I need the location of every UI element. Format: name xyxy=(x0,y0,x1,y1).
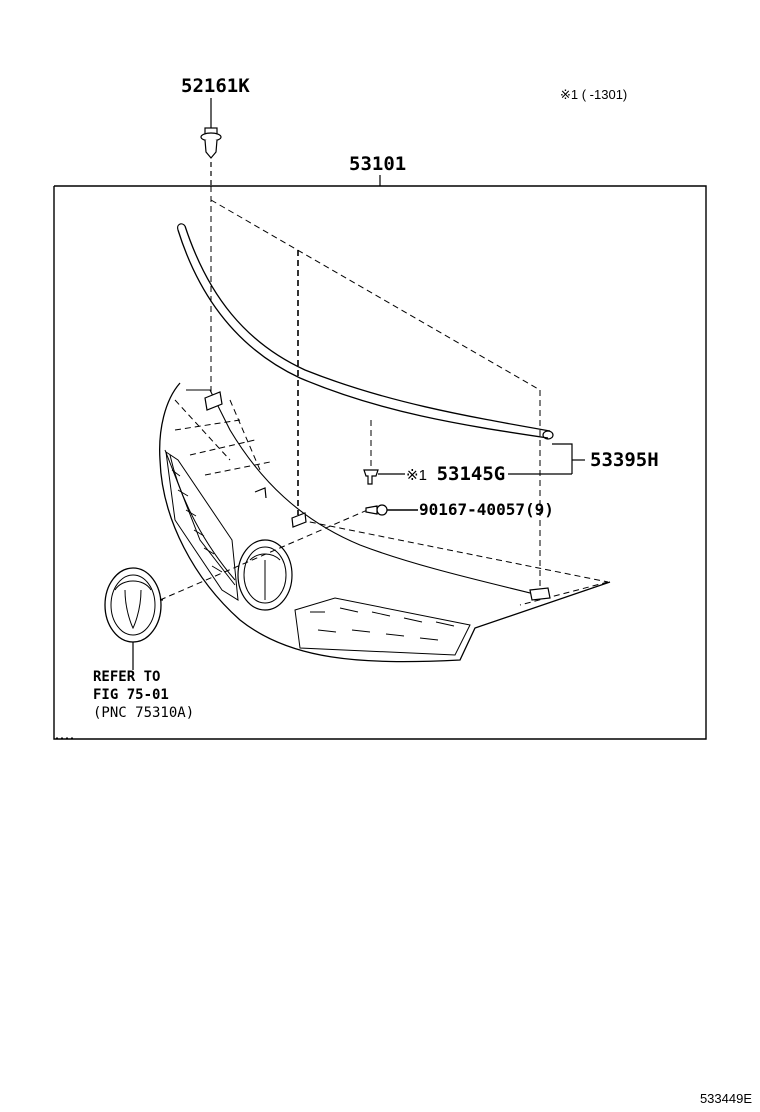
figure-id: 533449E xyxy=(699,1091,752,1106)
part-label-52161k[interactable]: 52161K xyxy=(181,75,250,97)
part-label-53145g[interactable]: 53145G xyxy=(436,463,506,485)
screw-90167-icon xyxy=(365,504,418,516)
part-label-53145g-group: ※1 53145G xyxy=(406,463,506,485)
part-label-90167-40057[interactable]: 90167-40057 xyxy=(419,500,525,519)
assembly-frame xyxy=(53,175,707,740)
radiator-grille-icon xyxy=(159,382,611,663)
assembly-label-53101[interactable]: 53101 xyxy=(349,153,407,175)
clip-53145g-icon xyxy=(363,443,585,485)
note-symbol: ※1 xyxy=(406,467,427,484)
emblem-icon xyxy=(104,567,163,670)
reference-line-2: FIG 75-01 xyxy=(93,687,169,703)
part-quantity: (9) xyxy=(524,500,554,519)
reference-line-3: (PNC 75310A) xyxy=(93,705,195,721)
projection-lines xyxy=(159,186,609,606)
reference-note[interactable]: REFER TO FIG 75-01 (PNC 75310A) xyxy=(93,668,194,722)
part-label-90167-group: 90167-40057(9) xyxy=(419,500,554,519)
reference-line-1: REFER TO xyxy=(93,669,161,685)
moulding-53395h-icon xyxy=(177,223,554,440)
clip-52161k-icon xyxy=(200,98,222,186)
applicability-note: ※1 ( -1301) xyxy=(560,87,628,102)
part-label-53395h[interactable]: 53395H xyxy=(590,449,659,471)
